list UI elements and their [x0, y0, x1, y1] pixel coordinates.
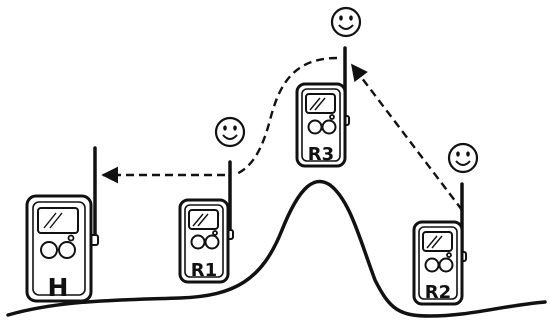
- link-r2-to-r3: [350, 63, 463, 211]
- device-label-h: H: [48, 273, 69, 302]
- smiley-face-icon-r1: [214, 116, 246, 148]
- device-label-r1: R1: [191, 260, 217, 281]
- device-label-r3: R3: [308, 144, 334, 165]
- hill-terrain-line: [6, 179, 547, 318]
- link-r3-to-r1: [233, 56, 338, 177]
- smiley-face-icon-r2: [447, 142, 479, 174]
- radio-device-r2: R2: [412, 182, 467, 306]
- radio-device-r1: R1: [178, 160, 234, 284]
- radio-device-h: H: [25, 146, 99, 303]
- smiley-face-icon-r3: [330, 6, 362, 38]
- device-label-r2: R2: [425, 282, 451, 303]
- radio-device-r3: R3: [295, 46, 350, 168]
